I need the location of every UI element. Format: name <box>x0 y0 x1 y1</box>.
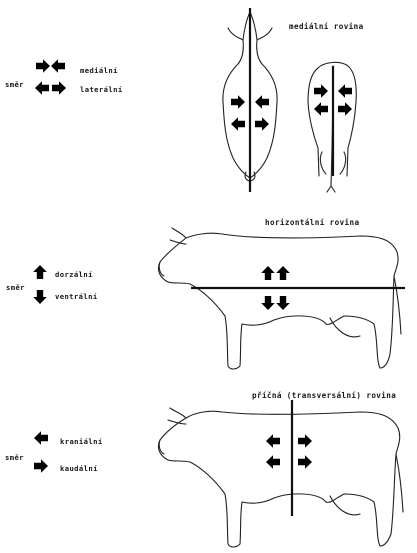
arrow-pair-cranial <box>266 434 280 469</box>
arrow-pair-inward-icon <box>36 59 65 73</box>
arrow-up-icon <box>33 265 47 279</box>
arrow-down-icon <box>33 290 47 304</box>
arrow-pair-caudal <box>298 434 312 469</box>
arrow-pair-side-down <box>261 296 290 310</box>
arrow-pair-side-up <box>261 266 290 280</box>
cow-side-view-transverse-illustration <box>158 408 403 547</box>
arrow-pair-outward-icon <box>35 81 66 95</box>
cow-side-view-horizontal-illustration <box>158 228 401 369</box>
arrow-left-icon <box>34 431 48 445</box>
arrow-right-icon <box>34 459 48 473</box>
